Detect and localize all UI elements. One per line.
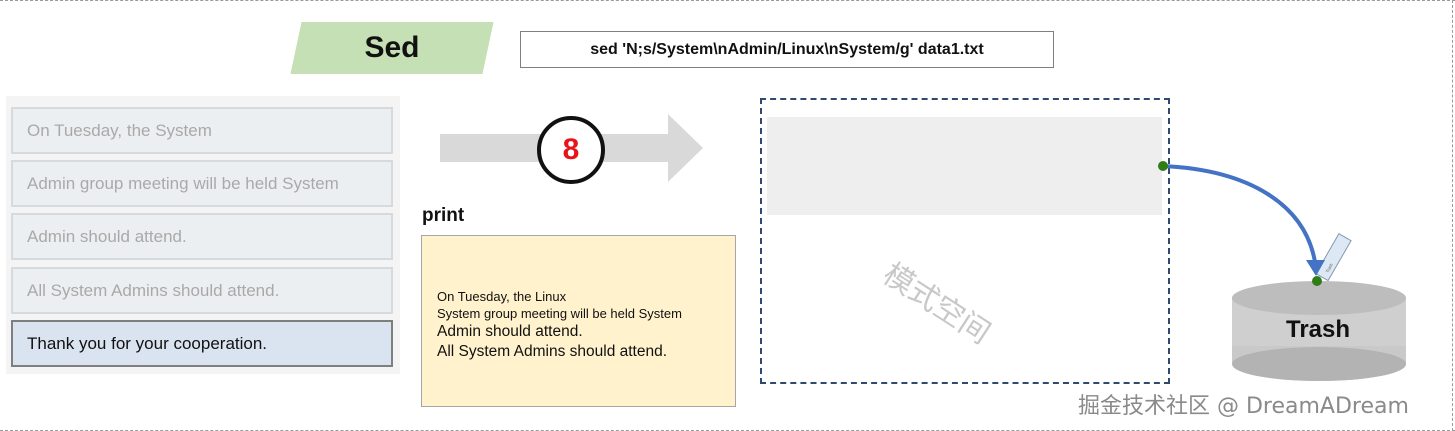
discarded-paper-text: Trash — [1325, 262, 1334, 273]
command-box: sed 'N;s/System\nAdmin/Linux\nSystem/g' … — [520, 31, 1054, 68]
step-number-badge: 8 — [537, 116, 605, 184]
print-line: System group meeting will be held System — [437, 306, 682, 321]
print-line: On Tuesday, the Linux — [437, 289, 567, 304]
print-output-box: On Tuesday, the Linux System group meeti… — [421, 235, 736, 407]
trash-connector-dot — [1312, 276, 1322, 286]
print-line: All System Admins should attend. — [437, 343, 668, 360]
input-line: Admin group meeting will be held System — [11, 160, 393, 207]
frame-right-border — [1452, 0, 1453, 431]
input-line: On Tuesday, the System — [11, 107, 393, 154]
discarded-paper-icon — [1315, 233, 1352, 282]
frame-top-border — [0, 0, 1455, 1]
trash-label: Trash — [1285, 316, 1351, 343]
discard-curve-arrow — [1162, 164, 1317, 263]
source-credit: 掘金技术社区 @ DreamADream — [1078, 394, 1409, 419]
input-line-current: Thank you for your cooperation. — [11, 320, 393, 367]
input-line: All System Admins should attend. — [11, 267, 393, 314]
sed-tag-label: Sed — [364, 31, 420, 64]
print-label: print — [422, 205, 465, 226]
discard-arrowhead — [1306, 260, 1325, 276]
print-line: Admin should attend. — [437, 323, 583, 340]
input-line: Admin should attend. — [11, 213, 393, 260]
pattern-space-line — [767, 117, 1162, 215]
